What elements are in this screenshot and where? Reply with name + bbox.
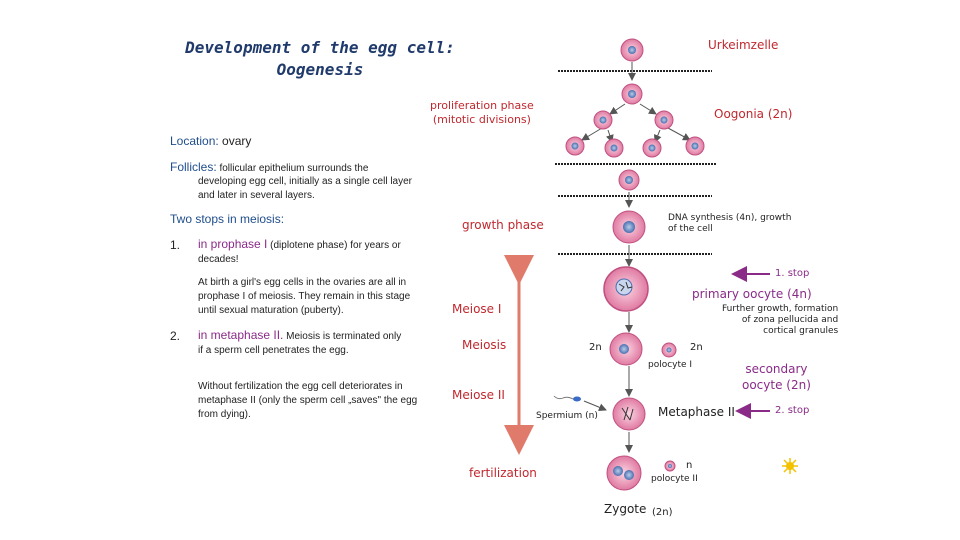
location-value: ovary [218,134,252,148]
label-fertilization: fertilization [469,466,537,480]
two-stops-heading: Two stops in meiosis: [170,212,285,226]
oogonium-cell [593,110,613,130]
burst-icon [782,458,798,474]
sperm-icon [553,395,581,402]
item-2-number: 2. [170,329,181,343]
page-title: Development of the egg cell: Oogenesis [180,37,460,81]
item-1-rest2: decades! [198,254,239,265]
label-urkeimzelle: Urkeimzelle [708,38,779,52]
label-dna-synthesis-1: DNA synthesis (4n), growth [668,213,792,223]
oogonium-cell [654,110,674,130]
without-text: Without fertilization the egg cell deter… [198,381,418,420]
label-further-2: of zona pellucida and [741,315,839,325]
item-1-line: in prophase I (diplotene phase) for year… [198,237,401,251]
label-proliferation-2: (mitotic divisions) [432,113,531,126]
arrow-split-r [639,103,657,115]
label-further-growth: Further growth, formation of zona pelluc… [722,304,838,337]
dotted-separators [555,70,716,255]
location-label: Location: [170,134,219,148]
label-n: n [686,460,693,471]
location-line: Location: ovary [170,134,251,148]
urkeimzelle-cell [620,38,644,62]
label-secondary-oocyte: secondary oocyte (2n) [742,361,811,393]
oogonium-cell [565,136,585,156]
title-line-2: Oogenesis [276,60,364,79]
label-dna-synthesis: DNA synthesis (4n), growth of the cell [668,213,791,235]
follicles-label: Follicles: [170,160,217,174]
growing-oocyte-cell [612,210,646,244]
zygote-cell [606,455,642,491]
item-2-rest1: Meiosis is terminated only [283,331,402,342]
polocyte-1-cell [661,342,677,358]
item-2-rest2: if a sperm cell penetrates the egg. [198,345,349,356]
item-2-line: in metaphase II. Meiosis is terminated o… [198,328,401,342]
label-further-3: cortical granules [763,326,839,336]
label-stop-2: 2. stop [775,405,810,416]
arrow-l1 [581,127,603,141]
label-further-1: Further growth, formation [722,304,839,314]
item-2-head: in metaphase II. [198,328,284,342]
birth-text: At birth a girl's egg cells in the ovari… [198,277,411,316]
item-1-head: in prophase I [198,237,268,251]
label-polocyte-2: polocyte II [651,474,698,484]
label-proliferation-1: proliferation phase [430,99,534,112]
oogonium-cell [685,136,705,156]
follicles-rest: developing egg cell, initially as a sing… [198,176,413,201]
label-dna-synthesis-2: of the cell [668,224,713,234]
polocyte-2-cell [664,460,676,472]
label-oogonia: Oogonia (2n) [714,107,793,121]
metaphase-2-cell [612,397,646,431]
title-line-1: Development of the egg cell: [185,38,455,57]
oogonium-cell [642,138,662,158]
item-1-rest1: (diplotene phase) for years or [267,240,401,251]
label-zygote: Zygote [604,502,647,516]
arrow-split-l [609,103,626,115]
label-meiose-1: Meiose I [452,302,502,316]
label-growth-phase: growth phase [462,218,544,232]
label-polocyte-1: polocyte I [648,360,693,370]
label-metaphase-2: Metaphase II [658,405,735,419]
label-primary-oocyte: primary oocyte (4n) [692,287,812,301]
sperm-arrow [583,400,607,412]
label-stop-1: 1. stop [775,268,810,279]
primary-oocyte-cell [603,266,649,312]
oogonium-cell [618,169,640,191]
arrow-r2 [667,127,691,141]
label-2n-b: 2n [690,342,703,353]
item-1-number: 1. [170,238,181,252]
oogonium-cell [621,83,643,105]
label-proliferation: proliferation phase (mitotic divisions) [430,99,534,127]
label-secondary-1: secondary [745,362,808,376]
follicles-line1: follicular epithelium surrounds the [216,163,369,174]
label-secondary-2: oocyte (2n) [742,378,811,392]
label-zygote-2n: (2n) [652,507,673,518]
label-meiosis: Meiosis [462,338,507,352]
follicles-line: Follicles: follicular epithelium surroun… [170,160,368,174]
oogonium-cell [604,138,624,158]
label-2n-a: 2n [589,342,602,353]
secondary-oocyte-cell [609,332,643,366]
label-spermium: Spermium (n) [536,411,598,421]
label-meiose-2: Meiose II [452,388,505,402]
